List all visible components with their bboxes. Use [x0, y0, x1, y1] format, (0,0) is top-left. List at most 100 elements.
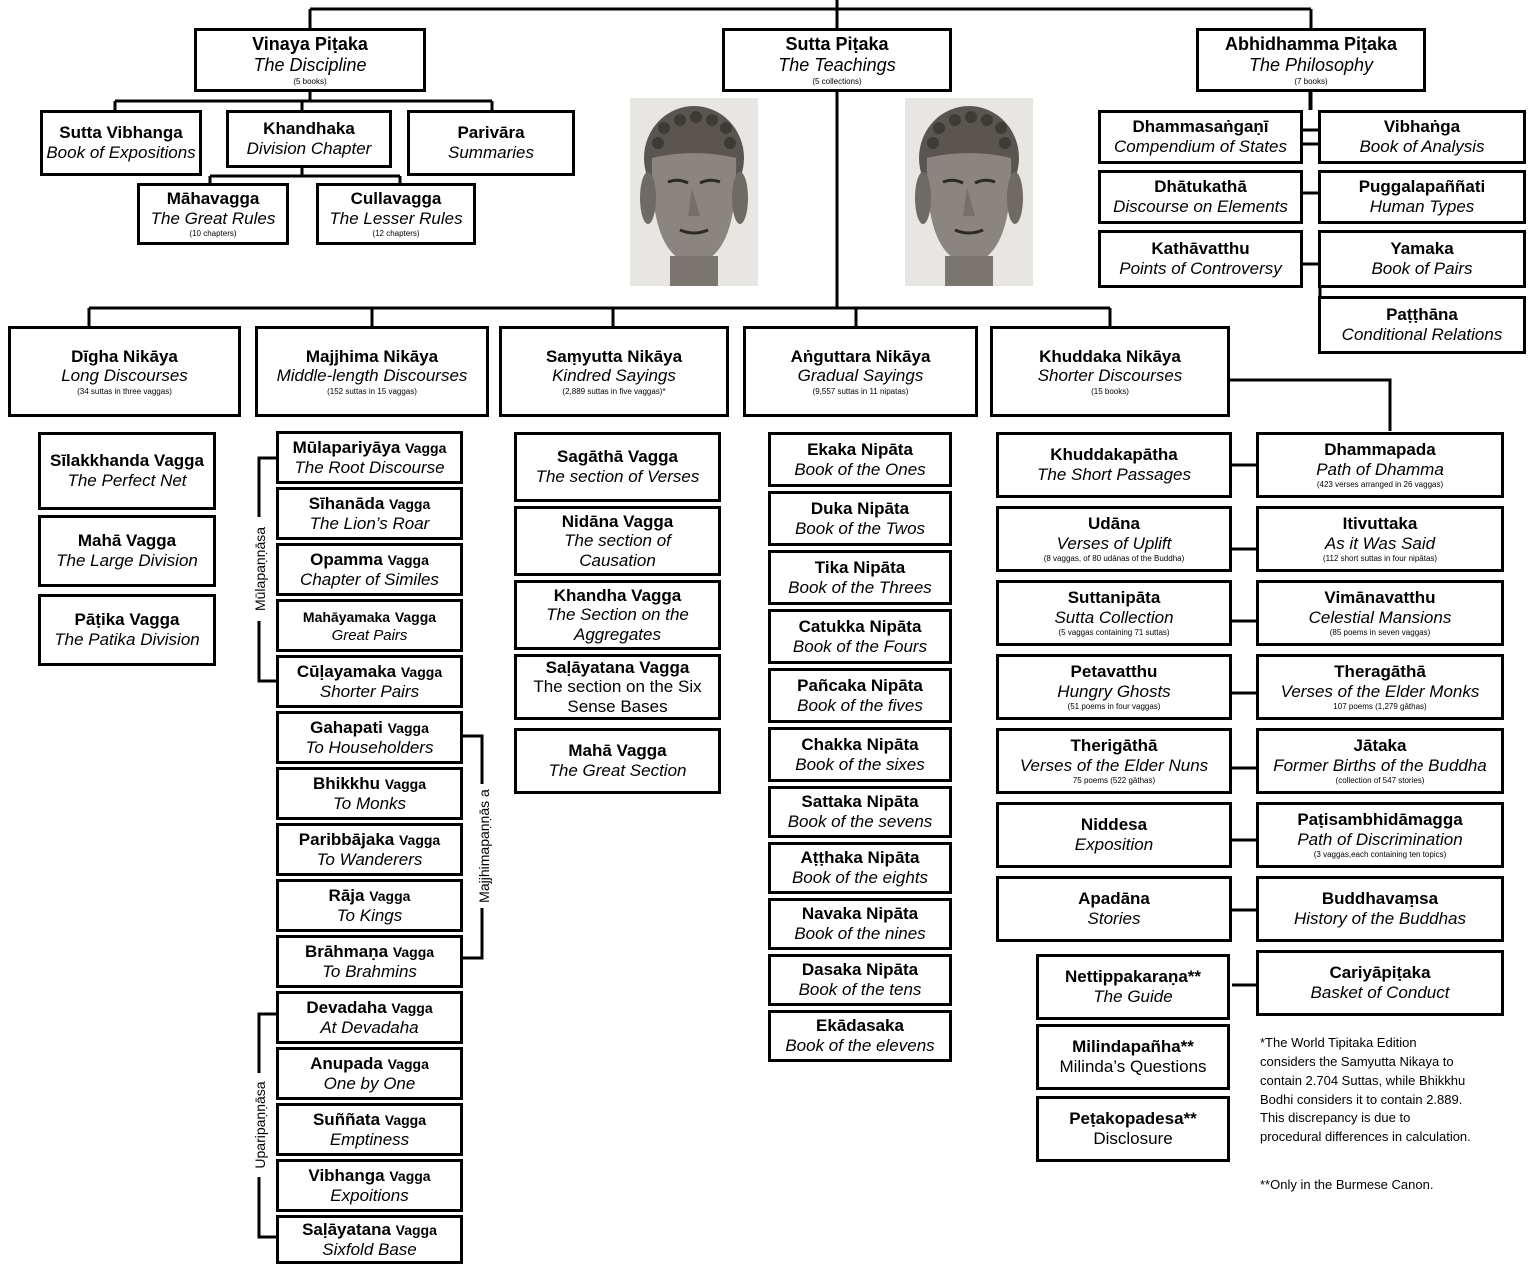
nipata-title: Ekādasaka	[816, 1016, 904, 1036]
book-title: Jātaka	[1353, 736, 1407, 756]
vagga-subtitle: To Monks	[332, 793, 407, 813]
vagga-name: Cūḷayamaka	[296, 661, 397, 681]
book-title: Niddesa	[1080, 815, 1148, 835]
book-subtitle: Stories	[1087, 909, 1141, 928]
footnote-line: contain 2.704 Suttas, while Bhikkhu	[1260, 1072, 1466, 1088]
nipata-subtitle: Book of the tens	[798, 980, 922, 999]
book-note: (8 vaggas, of 80 udānas of the Buddha)	[1043, 554, 1185, 564]
footnote-line: considers the Samyutta Nikaya to	[1260, 1053, 1454, 1069]
vagga-word: Vagga	[387, 551, 429, 568]
mahavagga-box: Māhavagga The Great Rules (10 chapters)	[137, 183, 289, 245]
book-title: Sutta Vibhanga	[59, 123, 183, 143]
vagga-name: Suññata	[312, 1109, 381, 1129]
book-subtitle: The Guide	[1093, 987, 1173, 1006]
vagga-subtitle: The Large Division	[56, 551, 198, 570]
book-title: Apadāna	[1078, 889, 1150, 909]
vagga-subtitle: To Householders	[305, 737, 434, 757]
vagga-subtitle: Expoitions	[330, 1185, 409, 1205]
footnote-line: procedural differences in calculation.	[1260, 1129, 1471, 1145]
book-note: (collection of 547 stories)	[1335, 776, 1425, 786]
book-subtitle: Exposition	[1074, 835, 1154, 854]
group-label-majjhimapannasa: Majjhimapaṇṇās a	[476, 784, 492, 908]
vagga-word: Vagga	[391, 999, 433, 1016]
abhidhamma-pitaka-subtitle: The Philosophy	[1248, 54, 1374, 75]
sutta-vibhanga-box: Sutta Vibhanga Book of Expositions	[40, 110, 202, 176]
nipata-subtitle: Book of the Threes	[788, 577, 932, 597]
vagga-subtitle: The Perfect Net	[67, 471, 187, 490]
footnote-samyutta: *The World Tipitaka Edition considers th…	[1260, 1034, 1532, 1147]
book-subtitle: Human Types	[1369, 197, 1475, 216]
nikaya-title: Saṃyutta Nikāya	[545, 346, 683, 366]
nikaya-note: (15 books)	[1091, 386, 1129, 396]
petakopadesa-box: Peṭakopadesa**Disclosure	[1036, 1096, 1230, 1162]
book-note: (112 short suttas in four nipātas)	[1322, 554, 1438, 564]
vagga-name: Gahapati	[310, 717, 383, 737]
book-subtitle: Milinda’s Questions	[1059, 1057, 1207, 1076]
book-note: (423 verses arranged in 26 vaggas)	[1316, 480, 1444, 490]
vinaya-pitaka-note: (5 books)	[293, 76, 327, 86]
vagga-name: Devadaha	[306, 997, 387, 1017]
footnote-line: This discrepancy is due to	[1260, 1110, 1411, 1126]
vagga-word: Vagga	[400, 663, 443, 680]
buddha-head-icon	[630, 98, 758, 286]
vagga-subtitle: To Wanderers	[316, 849, 423, 869]
book-title: Peṭakopadesa**	[1069, 1109, 1197, 1129]
abhidhamma-pitaka-box: Abhidhamma Piṭaka The Philosophy (7 book…	[1196, 28, 1426, 92]
book-subtitle: Book of Expositions	[46, 143, 196, 162]
vagga-subtitle: The Lion’s Roar	[309, 513, 430, 533]
vagga-word: Vagga	[389, 495, 431, 512]
nipata-subtitle: Book of the Ones	[794, 459, 926, 479]
patthana-box: Paṭṭhāna Conditional Relations	[1318, 296, 1526, 354]
book-title: Parivāra	[457, 123, 525, 143]
book-title: Udāna	[1088, 514, 1140, 534]
vagga-word: Vagga	[387, 1055, 429, 1072]
samyutta-nikaya-box: Saṃyutta Nikāya Kindred Sayings (2,889 s…	[499, 326, 729, 417]
book-title: Paṭisambhidāmagga	[1297, 810, 1463, 830]
book-subtitle: As it Was Said	[1324, 533, 1436, 553]
footnote-line: *The World Tipitaka Edition	[1260, 1035, 1417, 1050]
group-label-mulapannasa: Mūlapaṇṇāsa	[252, 517, 268, 621]
nettippakarana-box: Nettippakaraṇa**The Guide	[1036, 954, 1230, 1020]
book-title: Khandhaka	[263, 119, 355, 139]
vagga-subtitle: One by One	[323, 1073, 416, 1093]
vagga-name: Rāja	[328, 885, 365, 905]
abhidhamma-pitaka-title: Abhidhamma Piṭaka	[1224, 34, 1398, 55]
book-title: Cullavagga	[350, 189, 442, 209]
book-subtitle: Disclosure	[1093, 1129, 1173, 1148]
vagga-word: Vagga	[389, 1167, 431, 1184]
book-note: (85 poems in seven vaggas)	[1329, 628, 1431, 638]
vagga-word: Vagga	[387, 719, 429, 736]
vagga-title: Saḷāyatana Vagga	[545, 657, 690, 677]
vagga-subtitle: The Root Discourse	[294, 457, 445, 477]
dhammasangani-box: Dhammasaṅgaṇī Compendium of States	[1098, 110, 1303, 164]
sutta-pitaka-title: Sutta Piṭaka	[785, 34, 889, 55]
vagga-subtitle: At Devadaha	[320, 1017, 419, 1037]
footnote-burmese: **Only in the Burmese Canon.	[1260, 1177, 1434, 1192]
vagga-name: Sīhanāda	[308, 493, 385, 513]
vinaya-pitaka-title: Vinaya Piṭaka	[252, 34, 368, 55]
book-subtitle: Verses of Uplift	[1056, 533, 1172, 553]
book-note: (12 chapters)	[372, 229, 420, 239]
book-subtitle: Former Births of the Buddha	[1273, 755, 1487, 775]
book-note: (10 chapters)	[189, 229, 237, 239]
vagga-name: Anupada	[310, 1053, 383, 1073]
book-subtitle: Verses of the Elder Nuns	[1019, 755, 1209, 775]
book-title: Kathāvatthu	[1151, 239, 1250, 259]
